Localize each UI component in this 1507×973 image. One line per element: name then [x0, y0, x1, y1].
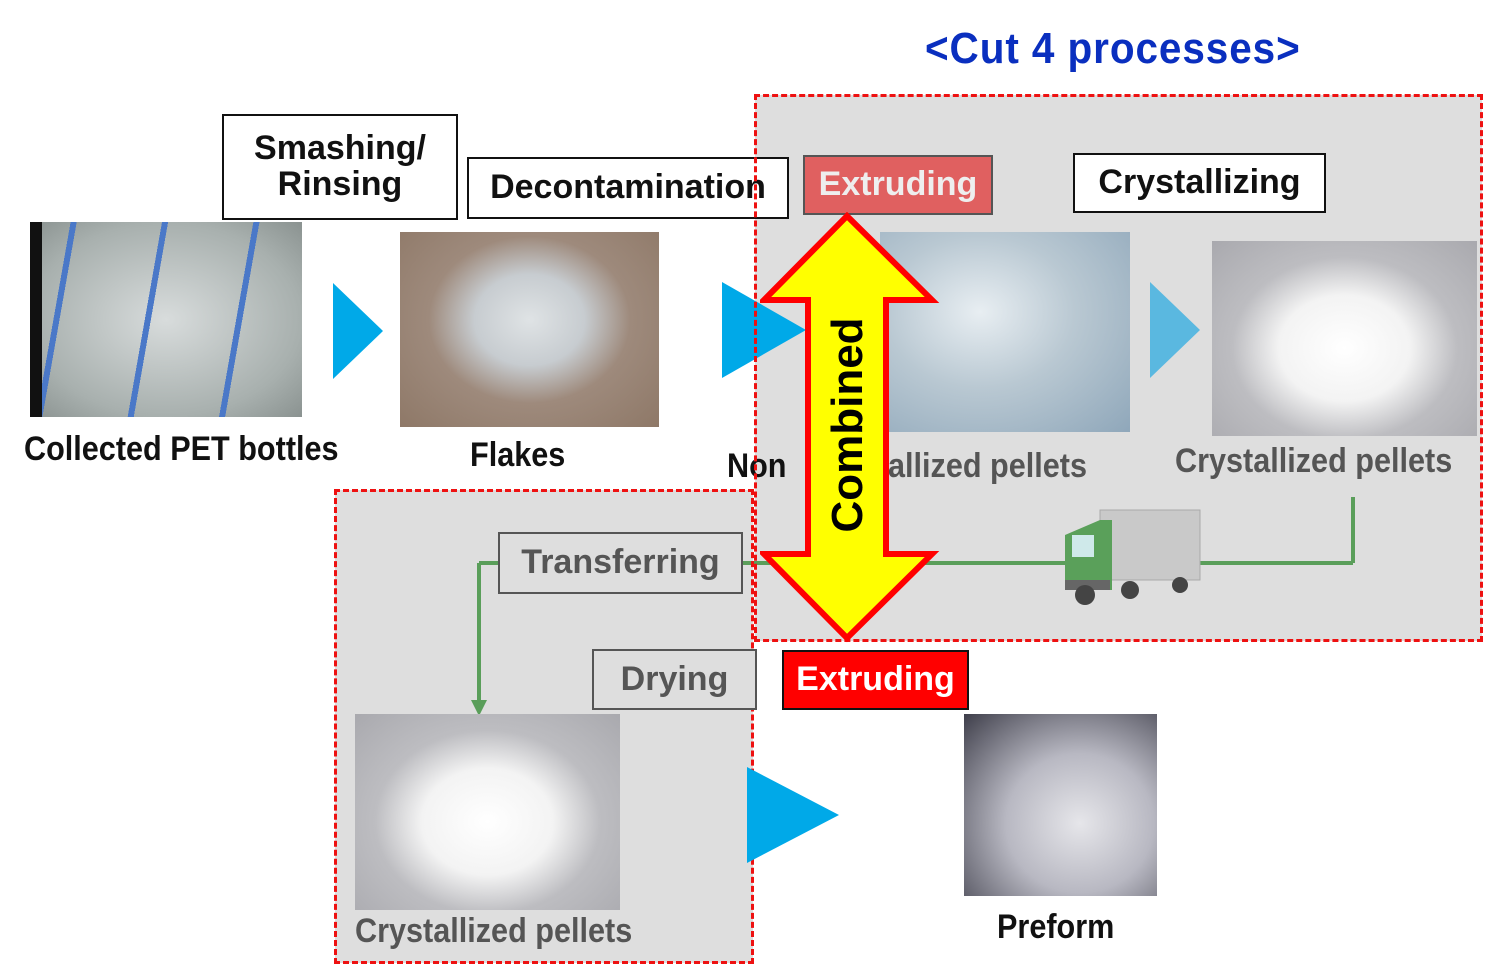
- caption-non-crystallized: allized pellets: [888, 447, 1087, 485]
- step-smashing-line2: Rinsing: [277, 165, 403, 203]
- flow-arrow-1: [333, 283, 383, 379]
- step-transferring: Transferring: [498, 532, 743, 594]
- diagram-title: <Cut 4 processes>: [925, 24, 1301, 73]
- step-crystallizing: Crystallizing: [1073, 153, 1326, 213]
- collected-bottles-photo: [30, 222, 302, 417]
- cut-processes-outline-bottom: [334, 489, 754, 964]
- caption-preform: Preform: [997, 908, 1115, 946]
- connector-arrowhead: [471, 700, 487, 716]
- step-smashing-rinsing: Smashing/ Rinsing: [222, 114, 458, 220]
- step-drying: Drying: [592, 649, 757, 710]
- step-extruding: Extruding: [782, 650, 969, 710]
- step-extruding-cut: Extruding: [803, 155, 993, 215]
- flakes-photo: [400, 232, 659, 427]
- combined-double-arrow: [760, 212, 940, 643]
- crystallized-pellets-photo-top: [1212, 241, 1477, 436]
- combined-arrow-shape: [760, 212, 940, 643]
- cut-processes-outline-top: [754, 94, 1483, 642]
- step-smashing-line1: Smashing/: [254, 129, 426, 168]
- combined-label: Combined: [823, 317, 872, 533]
- caption-crystallized-top: Crystallized pellets: [1175, 442, 1453, 480]
- caption-flakes: Flakes: [470, 436, 566, 474]
- preform-photo: [964, 714, 1157, 896]
- flow-arrow-3: [1150, 282, 1200, 378]
- step-decontamination: Decontamination: [467, 157, 789, 219]
- caption-collected-bottles: Collected PET bottles: [24, 430, 339, 468]
- caption-crystallized-bottom: Crystallized pellets: [355, 912, 633, 950]
- non-crystallized-pellets-photo: [880, 232, 1130, 432]
- flow-arrow-4: [747, 767, 839, 863]
- truck-icon: [1065, 509, 1201, 605]
- crystallized-pellets-photo-bottom: [355, 714, 620, 910]
